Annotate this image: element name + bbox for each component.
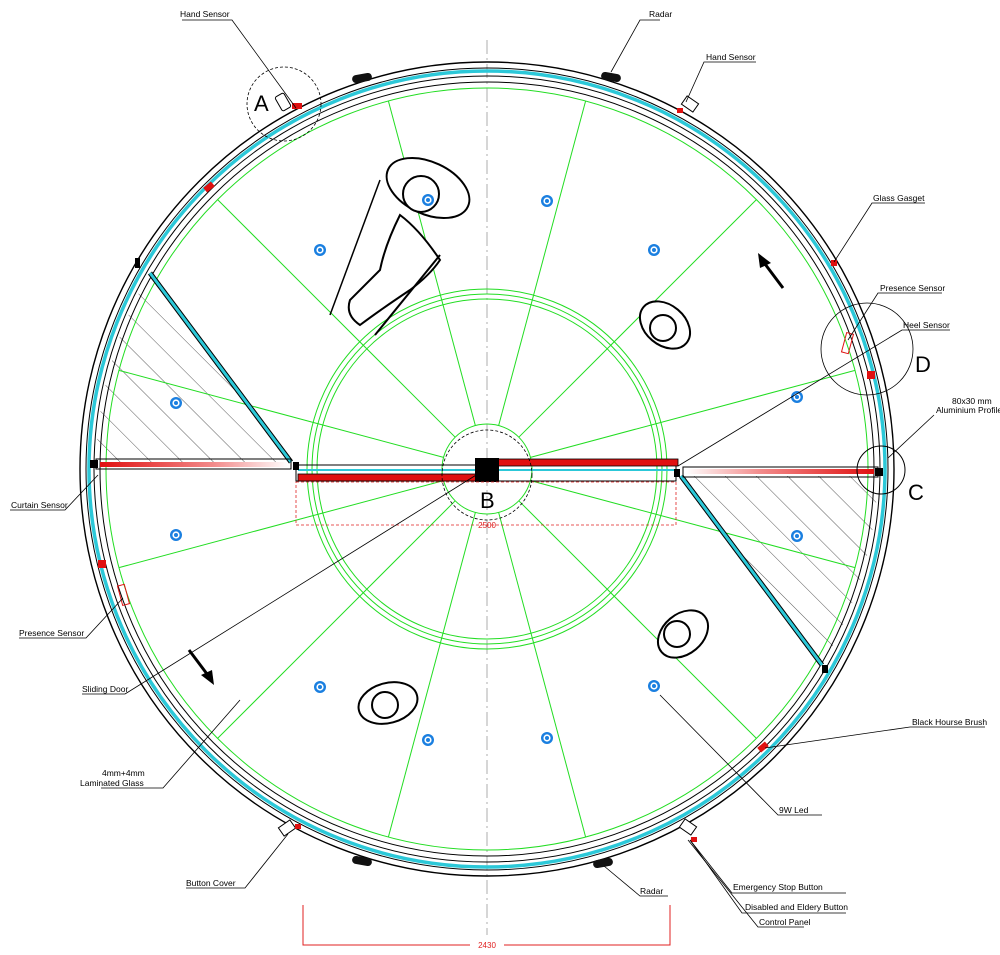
detail-label-c: C	[908, 480, 924, 505]
floor-radial-lines	[118, 100, 856, 838]
radar-units	[352, 71, 621, 869]
led-light	[791, 530, 803, 542]
floor-radial-line	[118, 480, 444, 569]
floor-radial-line	[217, 199, 456, 438]
floor-radial-line	[518, 500, 757, 739]
detail-circle-c	[856, 445, 906, 495]
led-light	[791, 391, 803, 403]
sensor-hardware	[98, 92, 875, 842]
label-presence-sensor-right: Presence Sensor	[880, 283, 945, 293]
label-laminated-glass-1: 4mm+4mm	[102, 768, 145, 778]
detail-circle-b	[441, 429, 533, 521]
label-button-cover: Button Cover	[186, 878, 236, 888]
person-figure-right-top	[638, 300, 692, 350]
detail-circle-d	[820, 302, 914, 396]
wing-panels	[147, 271, 825, 667]
label-aluminium-profile-1: 80x30 mm	[952, 396, 992, 406]
led-light	[314, 244, 326, 256]
floor-radial-line	[118, 369, 444, 458]
detail-label-b: B	[480, 488, 495, 513]
person-figure-bottom	[357, 681, 419, 725]
detail-circle-a	[246, 66, 322, 142]
outer-diameter-value: 2430	[478, 941, 496, 950]
wheelchair-figure	[329, 156, 471, 336]
label-black-brush: Black Hourse Brush	[912, 717, 987, 727]
person-figure-right-bottom	[656, 609, 710, 659]
label-curtain-sensor: Curtain Sensor	[11, 500, 68, 510]
callout-labels: Hand Sensor Radar Hand Sensor Glass Gasg…	[11, 9, 1000, 927]
detail-label-a: A	[254, 91, 269, 116]
hatched-zone-right	[681, 476, 878, 665]
outer-diameter-dimension: 2430	[302, 905, 671, 950]
floor-radial-line	[518, 199, 757, 438]
label-laminated-glass-2: Laminated Glass	[80, 778, 144, 788]
label-led: 9W Led	[779, 805, 809, 815]
floor-radial-line	[498, 100, 587, 426]
detail-label-d: D	[915, 352, 931, 377]
led-light	[541, 195, 553, 207]
label-sliding-door: Sliding Door	[82, 684, 128, 694]
led-light	[648, 244, 660, 256]
floor-radial-line	[530, 480, 856, 569]
label-control-panel: Control Panel	[759, 917, 811, 927]
leader-lines	[10, 19, 985, 928]
led-lights	[170, 194, 803, 746]
led-light	[422, 734, 434, 746]
led-light	[422, 194, 434, 206]
hatched-zone-left	[96, 273, 291, 462]
opening-width-value: 2500	[478, 521, 496, 530]
label-hand-sensor-right: Hand Sensor	[706, 52, 756, 62]
label-heel-sensor: Heel Sensor	[903, 320, 950, 330]
floor-radial-line	[217, 500, 456, 739]
label-disabled-elderly: Disabled and Eldery Button	[745, 902, 848, 912]
label-aluminium-profile-2: Aluminium Profile	[936, 405, 1000, 415]
label-hand-sensor-left: Hand Sensor	[180, 9, 230, 19]
opening-outline	[295, 481, 677, 526]
floor-radial-line	[530, 369, 856, 458]
sliding-door-wall	[90, 458, 883, 482]
rotation-arrows	[187, 253, 785, 685]
led-light	[170, 397, 182, 409]
floor-radial-line	[387, 512, 476, 838]
label-radar-bottom: Radar	[640, 886, 663, 896]
led-light	[541, 732, 553, 744]
label-emergency-stop: Emergency Stop Button	[733, 882, 823, 892]
led-light	[170, 529, 182, 541]
floor-radial-line	[498, 512, 587, 838]
led-light	[648, 680, 660, 692]
led-light	[314, 681, 326, 693]
label-glass-gasket: Glass Gasget	[873, 193, 925, 203]
label-radar-top: Radar	[649, 9, 672, 19]
label-presence-sensor-left: Presence Sensor	[19, 628, 84, 638]
